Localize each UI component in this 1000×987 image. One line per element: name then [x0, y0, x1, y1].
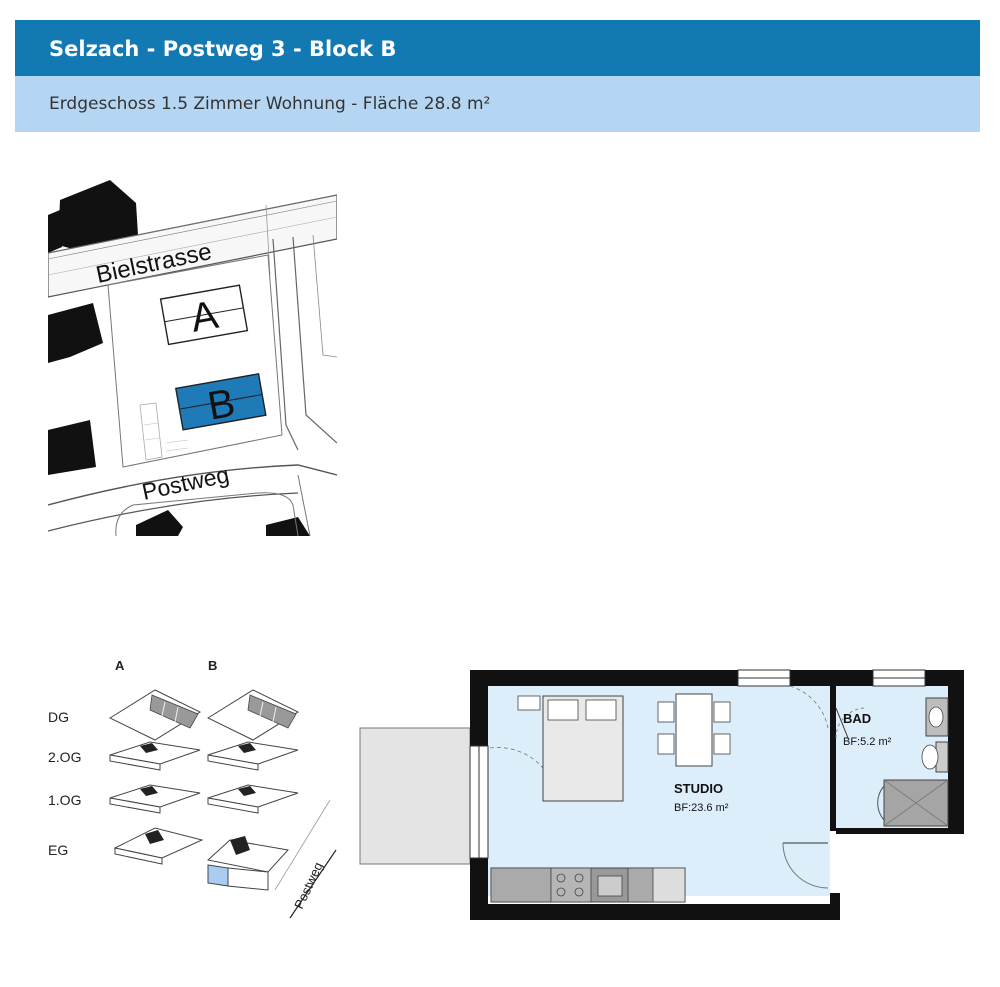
- floor-label-1og: 1.OG: [48, 792, 81, 808]
- floor-label-eg: EG: [48, 842, 68, 858]
- floor-label-2og: 2.OG: [48, 749, 81, 765]
- neighbor-building: [48, 420, 96, 475]
- column-label-b: B: [208, 658, 217, 673]
- floor-slab-a-1og: [109, 784, 201, 814]
- neighbor-building: [266, 517, 310, 536]
- street-label-postweg-legend: Postweg: [291, 860, 326, 912]
- floor-label-dg: DG: [48, 709, 69, 725]
- floor-slab-b-2og: [207, 741, 299, 771]
- floor-legend-diagram: A B DG 2.OG 1.OG EG: [48, 658, 337, 919]
- floor-slab-b-eg: [206, 836, 289, 891]
- room-name-studio: STUDIO: [674, 781, 723, 796]
- page-subtitle: Erdgeschoss 1.5 Zimmer Wohnung - Fläche …: [15, 76, 980, 132]
- apartment-floor-plan: STUDIO BF:23.6 m² BAD BF:5.2 m²: [359, 669, 964, 920]
- floor-slab-b-1og: [207, 784, 299, 814]
- page-title: Selzach - Postweg 3 - Block B: [15, 20, 980, 76]
- room-name-bath: BAD: [843, 711, 871, 726]
- neighbor-building: [58, 180, 138, 253]
- neighbor-building: [48, 303, 103, 363]
- neighbor-building: [48, 210, 62, 253]
- floor-slab-a-eg: [113, 827, 204, 865]
- highlighted-unit: [207, 864, 229, 887]
- roof-b: [206, 689, 300, 741]
- site-plan-map: A B Bielstrasse Postweg: [48, 175, 337, 536]
- room-area-studio: BF:23.6 m²: [674, 802, 729, 814]
- neighbor-building: [136, 510, 183, 536]
- dining-table: [675, 693, 713, 767]
- building-a: A: [159, 284, 249, 346]
- room-area-bath: BF:5.2 m²: [843, 736, 892, 748]
- roof-a: [108, 689, 202, 741]
- building-b: B: [174, 373, 267, 431]
- column-label-a: A: [115, 658, 125, 673]
- floor-slab-a-2og: [109, 741, 201, 771]
- terrace: [359, 727, 471, 865]
